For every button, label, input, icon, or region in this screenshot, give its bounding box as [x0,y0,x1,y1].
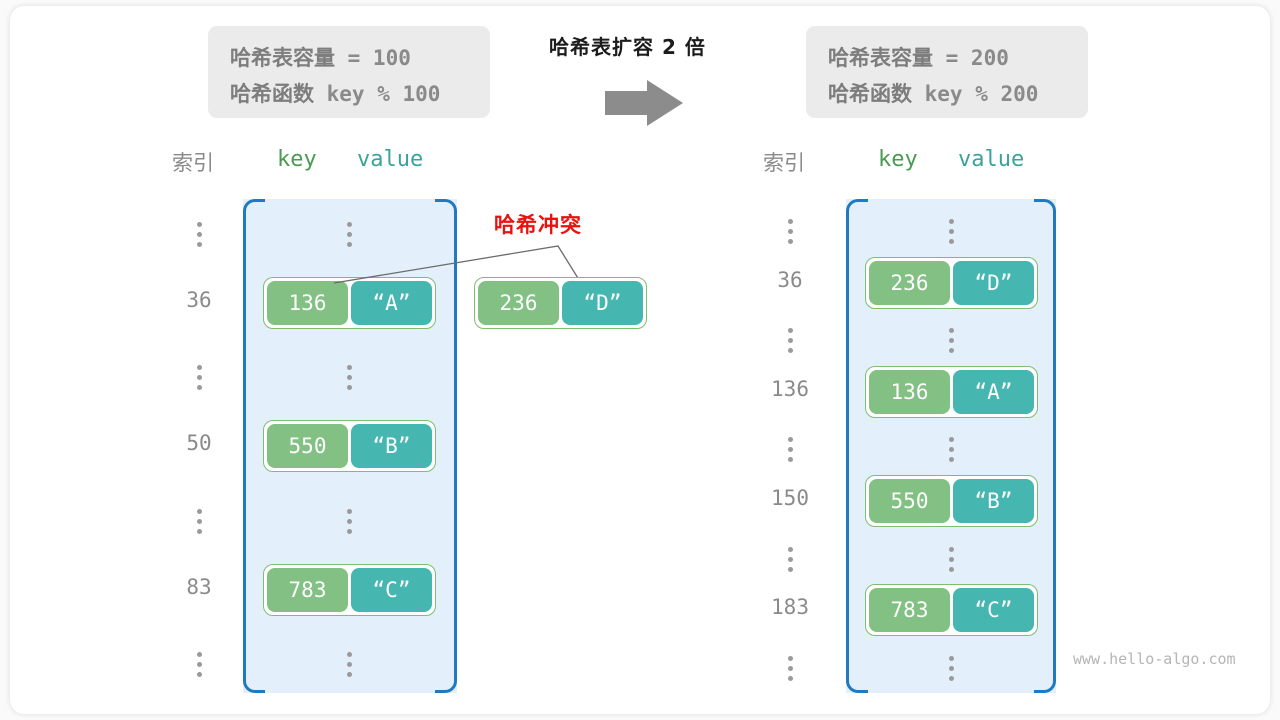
left-header-value: value [357,147,424,172]
right-header-value: value [958,147,1025,172]
left-capacity-line: 哈希表容量 = 100 [230,40,468,76]
right-pair-183[interactable]: 783“C” [865,584,1038,637]
right-pair-150-key: 550 [869,479,950,523]
left-index-dots-4 [184,508,214,534]
left-hash-expr: key % 100 [314,82,441,106]
right-pair-136-key: 136 [869,369,950,414]
left-slot-dots-0 [335,222,365,247]
right-index-dots-8 [775,655,805,681]
collision-label: 哈希冲突 [494,213,582,237]
left-pair-50[interactable]: 550“B” [263,420,436,473]
right-index-150: 150 [771,486,809,510]
left-capacity-expr: = 100 [335,46,411,70]
left-pair-83[interactable]: 783“C” [263,563,436,616]
left-index-50: 50 [186,431,212,456]
left-pair-83-key: 783 [267,567,348,612]
right-slot-dots-2 [937,328,967,354]
right-index-183: 183 [771,595,809,620]
right-pair-150-value: “B” [953,479,1034,523]
left-header-key: key [277,147,317,172]
right-pair-183-key: 783 [869,588,950,633]
left-pair-83-value: “C” [351,567,432,612]
left-index-83: 83 [186,574,212,599]
right-pair-136[interactable]: 136“A” [865,365,1038,418]
right-slot-dots-6 [937,546,967,572]
left-index-36: 36 [186,287,212,312]
diagram-card [10,6,1270,714]
overflow-pair-value: “D” [562,281,643,325]
right-slot-dots-8 [937,655,967,681]
expand-caption: 哈希表扩容 2 倍 [549,35,706,59]
right-header-key: key [878,147,918,172]
left-info-box: 哈希表容量 = 100 哈希函数 key % 100 [208,26,490,118]
left-pair-50-value: “B” [351,424,432,469]
right-index-dots-4 [775,437,805,463]
right-hash-expr: key % 200 [912,82,1039,106]
right-index-dots-2 [775,328,805,354]
right-capacity-expr: = 200 [933,46,1009,70]
watermark: www.hello-algo.com [1073,650,1236,668]
right-index-dots-0 [775,219,805,244]
left-capacity-label: 哈希表容量 [230,46,335,70]
right-index-36: 36 [777,267,803,292]
overflow-pair-cell[interactable]: 236 “D” [474,277,647,329]
left-index-dots-0 [184,222,214,247]
right-info-box: 哈希表容量 = 200 哈希函数 key % 200 [806,26,1088,118]
right-pair-183-value: “C” [953,588,1034,633]
right-index-dots-6 [775,546,805,572]
right-hash-line: 哈希函数 key % 200 [828,76,1066,112]
right-index-136: 136 [771,376,809,401]
left-pair-50-key: 550 [267,424,348,469]
left-slot-dots-4 [335,508,365,534]
left-pair-36[interactable]: 136“A” [263,276,436,329]
right-header-index: 索引 [763,151,805,175]
left-index-dots-6 [184,652,214,678]
right-pair-36-value: “D” [953,260,1034,305]
left-hash-line: 哈希函数 key % 100 [230,76,468,112]
overflow-pair-key: 236 [478,281,559,325]
left-index-dots-2 [184,365,214,391]
right-hash-label: 哈希函数 [828,82,912,106]
right-capacity-line: 哈希表容量 = 200 [828,40,1066,76]
right-pair-36-key: 236 [869,260,950,305]
right-pair-36[interactable]: 236“D” [865,256,1038,309]
right-pair-136-value: “A” [953,369,1034,414]
right-slot-dots-4 [937,437,967,463]
left-hash-label: 哈希函数 [230,82,314,106]
left-slot-dots-6 [335,652,365,678]
left-slot-dots-2 [335,365,365,391]
right-capacity-label: 哈希表容量 [828,46,933,70]
left-pair-36-key: 136 [267,280,348,325]
left-pair-36-value: “A” [351,280,432,325]
left-header-index: 索引 [172,151,214,175]
right-arrow-icon [605,80,683,126]
right-slot-dots-0 [937,219,967,244]
right-pair-150[interactable]: 550“B” [865,475,1038,527]
